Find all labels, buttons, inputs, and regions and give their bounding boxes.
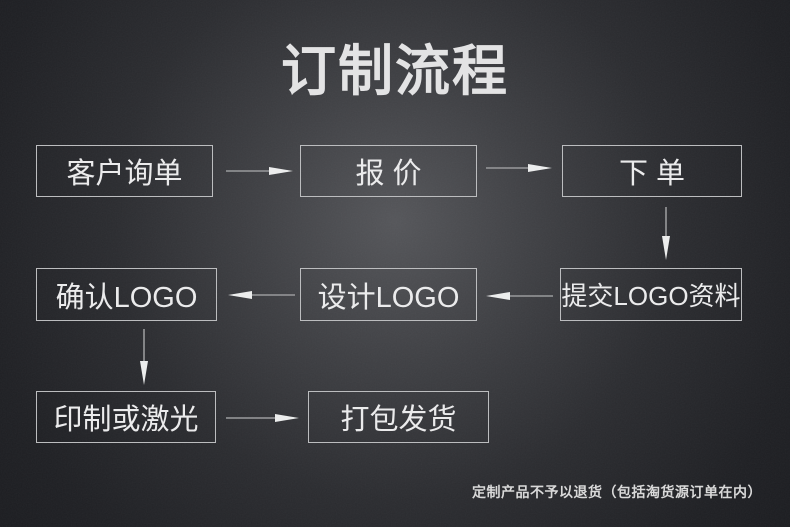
flow-box-label: 下 单	[618, 158, 686, 190]
arrow-design-logo-to-confirm-logo	[228, 291, 295, 299]
flow-box-label: 确认LOGO	[55, 281, 198, 314]
flow-box-label: 提交LOGO资料	[561, 281, 741, 311]
arrow-submit-logo-to-design-logo	[486, 292, 553, 300]
flow-box-submit-logo-info: 提交LOGO资料	[560, 268, 742, 321]
arrow-place-order-to-submit-logo	[662, 207, 670, 260]
arrow-quotation-to-place-order	[486, 164, 552, 172]
arrow-print-to-pack-ship	[226, 414, 299, 422]
flow-box-label: 打包发货	[340, 404, 457, 436]
arrow-inquiry-to-quotation	[226, 167, 293, 175]
flow-box-quotation: 报 价	[300, 145, 477, 197]
flow-box-pack-and-ship: 打包发货	[308, 391, 489, 443]
flow-box-design-logo: 设计LOGO	[300, 268, 477, 321]
flow-box-label: 报 价	[355, 158, 422, 190]
arrow-confirm-logo-to-print	[140, 329, 148, 385]
flow-box-place-order: 下 单	[562, 145, 742, 197]
flow-box-confirm-logo: 确认LOGO	[36, 268, 217, 321]
page-title: 订制流程	[280, 40, 509, 102]
flow-box-label: 印制或激光	[53, 404, 199, 436]
flow-box-label: 设计LOGO	[317, 281, 460, 314]
flow-box-customer-inquiry: 客户询单	[36, 145, 213, 197]
flow-box-label: 客户询单	[66, 158, 183, 190]
flow-box-print-or-laser: 印制或激光	[36, 391, 216, 443]
footnote-no-return-policy: 定制产品不予以退货（包括淘货源订单在内）	[472, 484, 762, 500]
